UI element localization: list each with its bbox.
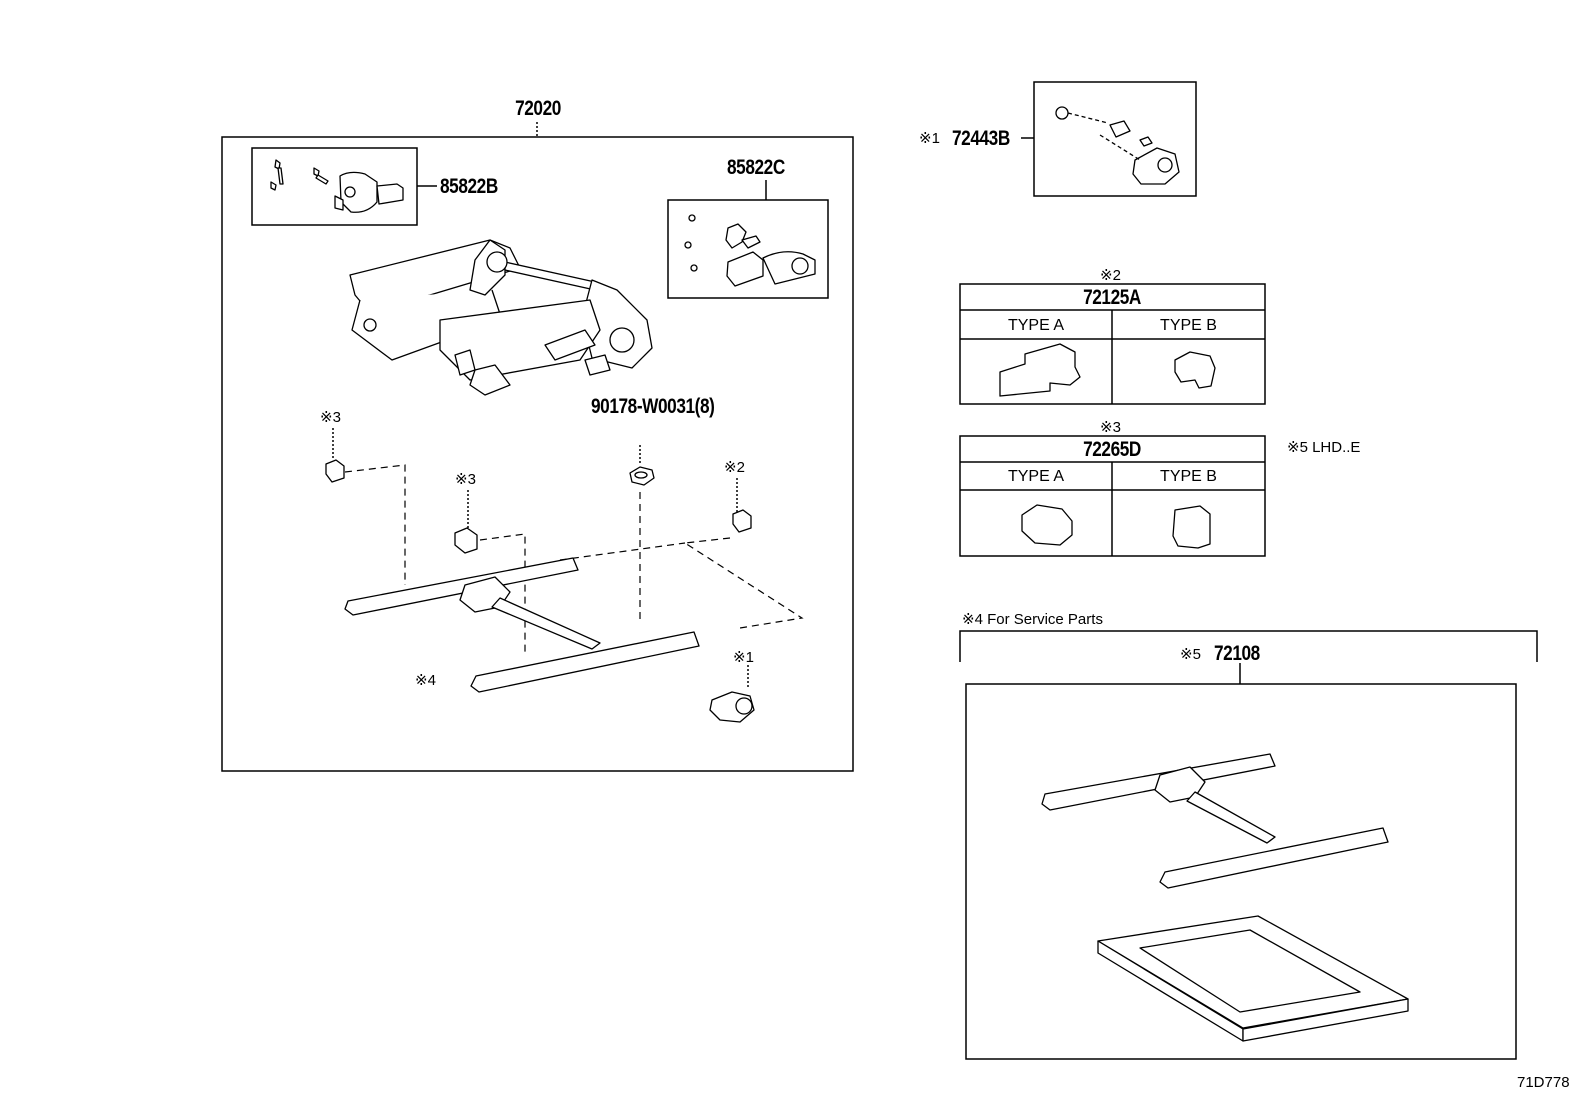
packaging-tray-illustration xyxy=(1097,915,1409,1042)
note1-label: ※1 xyxy=(733,649,754,666)
bracket-2-illustration xyxy=(732,509,752,533)
main-assembly-box xyxy=(221,136,854,772)
service-note-label: ※4 For Service Parts xyxy=(962,611,1103,628)
part-72108-label: 72108 xyxy=(1214,642,1260,665)
part-72443B-box xyxy=(1033,81,1197,197)
note2-label: ※2 xyxy=(724,459,745,476)
table-72125A-part: 72125A xyxy=(1083,286,1141,309)
part-85822C-label: 85822C xyxy=(727,156,785,179)
part-72443B-mark: ※1 xyxy=(919,130,940,147)
motor-c-illustration xyxy=(684,214,816,287)
seat-frame-illustration xyxy=(349,239,653,396)
part-72020-label: 72020 xyxy=(515,97,561,120)
part-85822B-label: 85822B xyxy=(440,175,498,198)
diagram-id: 71D778 xyxy=(1517,1074,1570,1091)
table-72265D-type-a: TYPE A xyxy=(1007,468,1065,485)
bracket-72265D-type-a xyxy=(1021,504,1073,546)
note3-mid-label: ※3 xyxy=(455,471,476,488)
part-72443B-label: 72443B xyxy=(952,127,1010,150)
table-72265D-type-b: TYPE B xyxy=(1160,468,1217,485)
note4-label: ※4 xyxy=(415,672,436,689)
service-mark: ※5 xyxy=(1180,646,1201,663)
table-72265D-part: 72265D xyxy=(1083,438,1141,461)
bracket-3-mid-illustration xyxy=(454,527,478,554)
bracket-3-left-illustration xyxy=(325,459,345,483)
bracket-72265D-type-b xyxy=(1172,505,1211,549)
note3-left-label: ※3 xyxy=(320,409,341,426)
service-rails-illustration xyxy=(1041,753,1389,889)
bracket-72125A-type-a xyxy=(999,343,1081,397)
table-72265D-mark: ※3 xyxy=(1100,419,1121,436)
table-72125A-type-a: TYPE A xyxy=(1007,317,1065,334)
note5-label: ※5 LHD..E xyxy=(1287,439,1361,456)
bracket-72125A-type-b xyxy=(1174,351,1216,389)
motor-b-illustration xyxy=(270,159,404,213)
motor-c-box xyxy=(667,199,829,299)
nut-illustration xyxy=(629,466,655,486)
part-90178-label: 90178-W0031(8) xyxy=(591,395,715,418)
table-72125A-type-b: TYPE B xyxy=(1160,317,1217,334)
part-72443B-illustration xyxy=(1055,106,1180,185)
service-bracket xyxy=(959,630,1538,662)
seat-rails-illustration xyxy=(344,557,700,693)
table-72125A-mark: ※2 xyxy=(1100,267,1121,284)
service-72108-box xyxy=(965,683,1517,1060)
